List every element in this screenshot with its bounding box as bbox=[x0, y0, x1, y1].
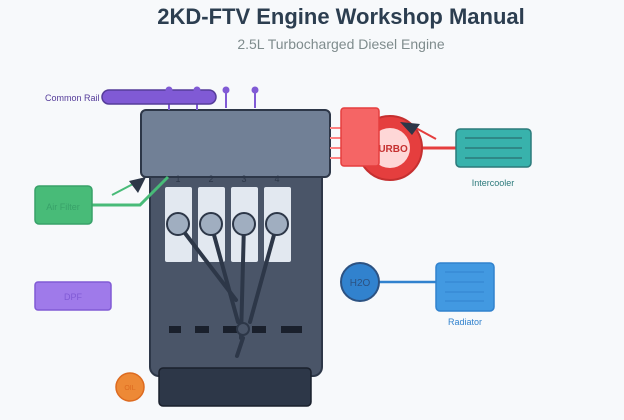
crankshaft-center[interactable] bbox=[236, 322, 250, 336]
cylinder-number-3: 3 bbox=[241, 174, 246, 184]
common-rail-group: Common Rail bbox=[45, 86, 259, 110]
page-subtitle: 2.5L Turbocharged Diesel Engine bbox=[237, 36, 445, 52]
radiator-label: Radiator bbox=[448, 317, 482, 327]
air-filter[interactable] bbox=[34, 185, 93, 225]
cylinder-number-4: 4 bbox=[274, 174, 279, 184]
turbo-label: TURBO bbox=[372, 144, 408, 155]
piston-4[interactable] bbox=[265, 212, 289, 236]
intake-pipe bbox=[92, 175, 170, 207]
connecting-rod-4 bbox=[248, 222, 279, 324]
dpf-group: DPF bbox=[34, 281, 112, 311]
common-rail-label: Common Rail bbox=[45, 93, 100, 103]
intercooler-group: Intercooler bbox=[455, 128, 532, 188]
pistons bbox=[166, 212, 289, 236]
cylinder-number-1: 1 bbox=[175, 174, 180, 184]
connecting-rod-1 bbox=[176, 222, 238, 302]
air-filter-group: Air Filter bbox=[34, 175, 170, 225]
cooling-group: H2O Radiator bbox=[340, 262, 495, 327]
turbo-center bbox=[370, 128, 410, 168]
injector-4[interactable] bbox=[251, 86, 259, 94]
crankshaft-segment bbox=[169, 326, 181, 333]
piston-2[interactable] bbox=[199, 212, 223, 236]
oil-pan[interactable] bbox=[158, 367, 312, 407]
common-rail[interactable] bbox=[101, 89, 217, 105]
crank-arm bbox=[235, 336, 245, 358]
crankshaft-segment bbox=[223, 326, 237, 333]
page-title: 2KD-FTV Engine Workshop Manual bbox=[157, 4, 525, 29]
piston-3[interactable] bbox=[232, 212, 256, 236]
connecting-rod-2 bbox=[209, 222, 240, 324]
injector-1[interactable] bbox=[165, 86, 173, 94]
turbo-arrow-icon bbox=[400, 122, 420, 135]
exhaust-manifold[interactable] bbox=[340, 107, 380, 167]
dpf-label: DPF bbox=[64, 292, 83, 302]
injector-2[interactable] bbox=[193, 86, 201, 94]
turbo-group: TURBO bbox=[330, 107, 456, 181]
oil-indicator[interactable] bbox=[115, 372, 145, 402]
crankshaft bbox=[169, 326, 302, 333]
intercooler-label: Intercooler bbox=[472, 178, 515, 188]
turbo-flow-line bbox=[413, 126, 437, 140]
crankshaft-segment bbox=[281, 326, 302, 333]
crankshaft-segment bbox=[195, 326, 209, 333]
injector-3[interactable] bbox=[222, 86, 230, 94]
dpf[interactable] bbox=[34, 281, 112, 311]
crankshaft-segment bbox=[252, 326, 266, 333]
air-filter-label: Air Filter bbox=[46, 202, 80, 212]
cylinder-number-2: 2 bbox=[208, 174, 213, 184]
intake-flow-line bbox=[111, 182, 136, 196]
oil-label: OIL bbox=[124, 385, 135, 392]
piston-1[interactable] bbox=[166, 212, 190, 236]
intake-arrow-icon bbox=[129, 177, 146, 193]
radiator[interactable] bbox=[435, 262, 495, 312]
water-pump-label: H2O bbox=[350, 278, 371, 289]
connecting-rod-3 bbox=[239, 222, 246, 340]
water-pump[interactable] bbox=[340, 262, 380, 302]
cylinder-head[interactable] bbox=[140, 109, 331, 178]
oil-group: OIL bbox=[115, 372, 145, 402]
connecting-rods bbox=[176, 222, 279, 358]
